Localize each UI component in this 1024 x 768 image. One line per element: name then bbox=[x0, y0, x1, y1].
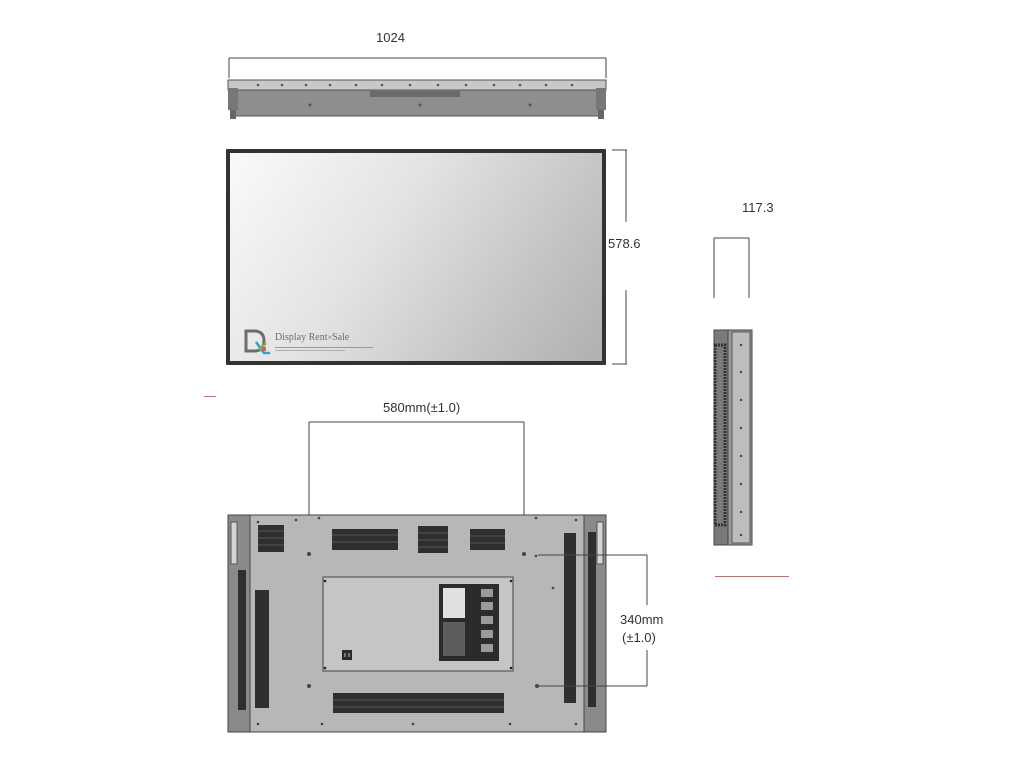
watermark-text: Display Rent×Sale bbox=[275, 332, 350, 343]
screen-panel: Display Rent×Sale bbox=[230, 153, 602, 361]
depth-label: 117.3 bbox=[742, 200, 774, 215]
vesa-vertical-label-line2: (±1.0) bbox=[622, 630, 656, 645]
power-socket-icon bbox=[342, 650, 352, 660]
width-dimension-line bbox=[228, 57, 607, 78]
watermark: Display Rent×Sale bbox=[244, 329, 374, 359]
dr-logo-icon bbox=[244, 329, 270, 355]
side-view bbox=[713, 329, 753, 546]
width-label: 1024 bbox=[376, 30, 405, 45]
height-dimension-line bbox=[612, 149, 627, 365]
accent-mark-left bbox=[204, 396, 216, 397]
vesa-vertical-dimension-line bbox=[538, 554, 648, 687]
watermark-underline-2 bbox=[275, 350, 345, 351]
watermark-underline bbox=[275, 347, 373, 348]
front-view-screen: Display Rent×Sale bbox=[226, 149, 606, 365]
back-view bbox=[227, 514, 607, 733]
vesa-vertical-label-line1: 340mm bbox=[620, 612, 664, 627]
accent-mark-right bbox=[715, 576, 789, 577]
height-label: 578.6 bbox=[608, 236, 641, 251]
vesa-horizontal-label: 580mm(±1.0) bbox=[383, 400, 461, 415]
top-view bbox=[227, 79, 607, 119]
depth-dimension-line bbox=[713, 237, 750, 298]
